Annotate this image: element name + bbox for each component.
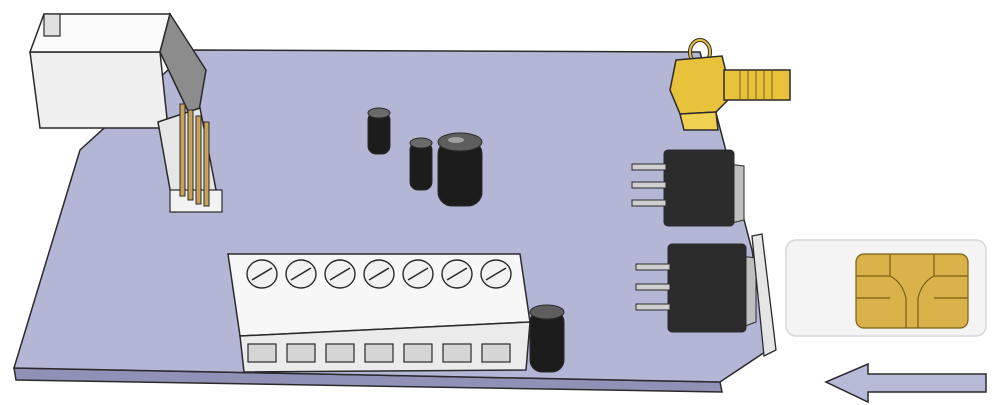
header-pin bbox=[196, 116, 201, 204]
terminal-wire-slot bbox=[248, 344, 276, 362]
terminal-wire-slot bbox=[404, 344, 432, 362]
terminal-wire-slot bbox=[287, 344, 315, 362]
terminal-wire-slot bbox=[482, 344, 510, 362]
terminal-wire-slot bbox=[365, 344, 393, 362]
sim-card bbox=[786, 240, 986, 336]
terminal-screw bbox=[442, 260, 472, 288]
header-pin bbox=[204, 122, 209, 206]
terminal-wire-slot bbox=[443, 344, 471, 362]
terminal-block bbox=[228, 254, 530, 372]
terminal-screw bbox=[364, 260, 394, 288]
capacitor-small-1 bbox=[368, 108, 390, 154]
terminal-screw bbox=[286, 260, 316, 288]
terminal-wire-slot bbox=[326, 344, 354, 362]
terminal-screw bbox=[403, 260, 433, 288]
terminal-screw bbox=[481, 260, 511, 288]
capacitor-small-2 bbox=[410, 138, 432, 190]
capacitor-large-1 bbox=[438, 133, 482, 206]
sim-chip bbox=[856, 254, 968, 328]
header-pin bbox=[188, 110, 193, 200]
header-pin bbox=[180, 104, 185, 196]
terminal-screw bbox=[247, 260, 277, 288]
capacitor-large-2 bbox=[530, 305, 564, 372]
terminal-screw bbox=[325, 260, 355, 288]
insertion-arrow bbox=[826, 364, 986, 402]
